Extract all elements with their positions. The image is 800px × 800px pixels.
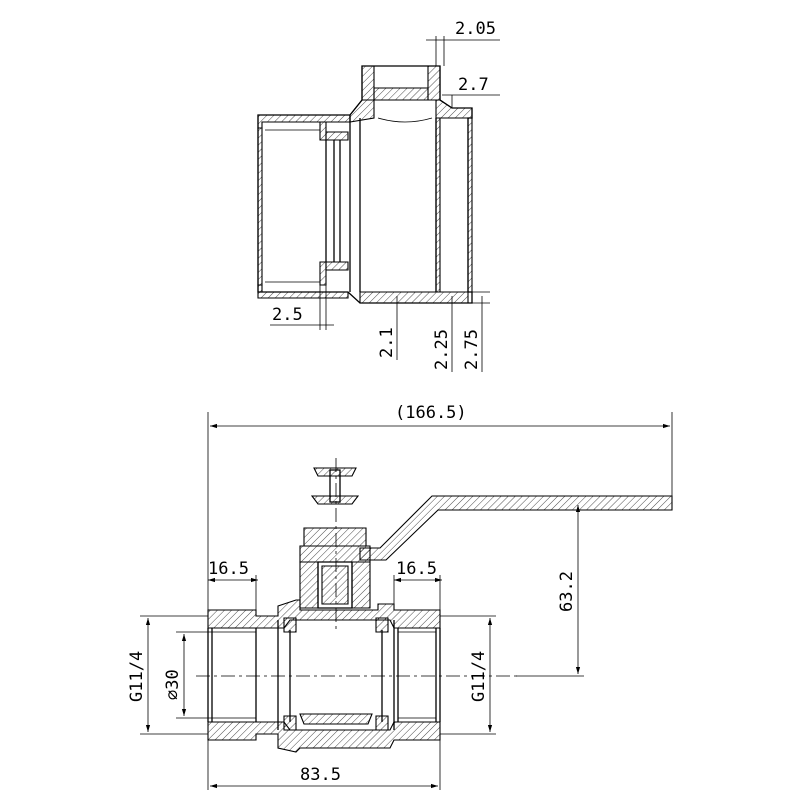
top-section-view: 2.05 2.7 2.5 2.1 2.25 2.75 — [257, 19, 500, 372]
bore-diameter-label: ∅30 — [163, 669, 183, 700]
main-valve-view: (166.5) — [127, 403, 673, 790]
overall-length-label: (166.5) — [395, 403, 467, 423]
dim-2-75-label: 2.75 — [462, 329, 482, 370]
dim-2-5-label: 2.5 — [272, 305, 303, 325]
dim-2-7-label: 2.7 — [458, 75, 489, 95]
height-label: 63.2 — [557, 571, 577, 612]
dim-2-25-label: 2.25 — [432, 329, 452, 370]
dim-2-1-label: 2.1 — [377, 327, 397, 358]
body-length-label: 83.5 — [300, 765, 341, 785]
right-thread-length-label: 16.5 — [396, 559, 437, 579]
right-thread-spec-label: G11/4 — [469, 651, 489, 702]
left-thread-length-label: 16.5 — [208, 559, 249, 579]
dim-2-05-label: 2.05 — [455, 19, 496, 39]
left-thread-spec-label: G11/4 — [127, 651, 147, 702]
